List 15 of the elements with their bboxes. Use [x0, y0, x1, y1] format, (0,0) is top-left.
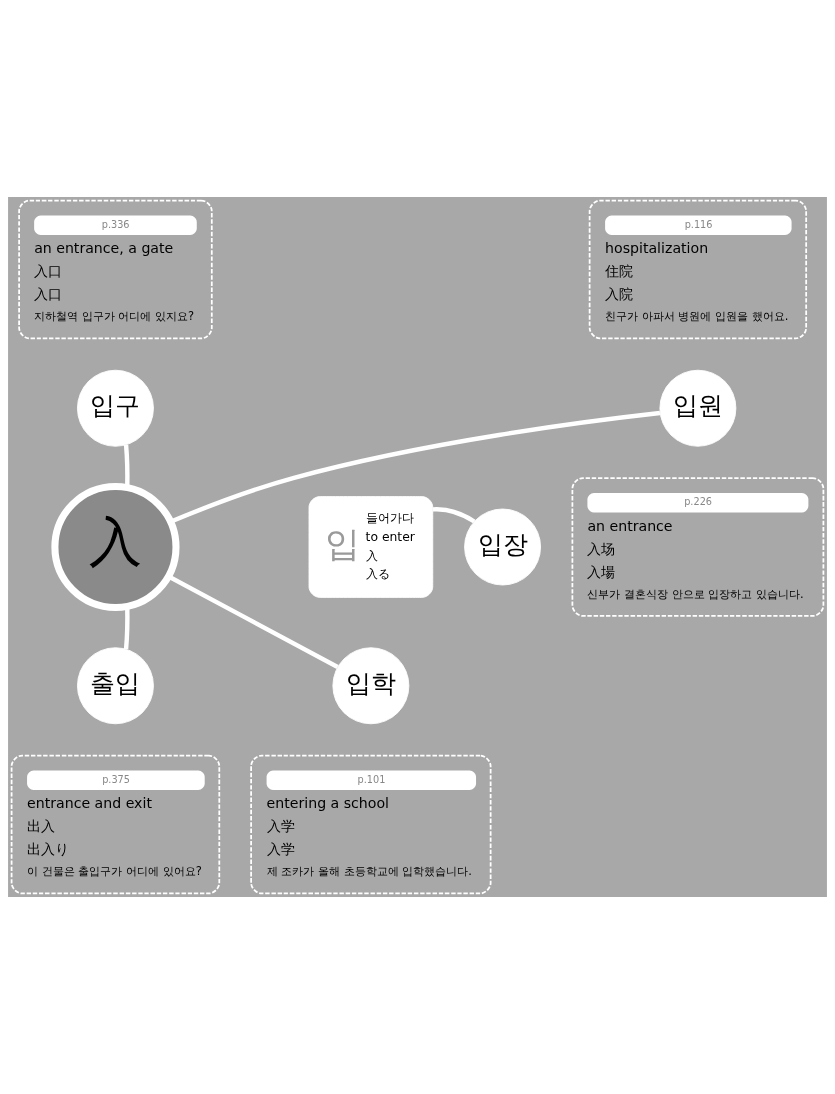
node-circle: 入	[51, 482, 180, 612]
node-box: p.101 entering a school 入学 入学 제 조카가 올해 초등학교에 입학했습니다.	[250, 754, 492, 895]
node-box: p.336 an entrance, a gate 入口 入口 지하철역 입구가 어디에 있지요?	[18, 199, 213, 340]
node-box: p.116 hospitalization 住院 入院 친구가 아파서 병원에 입원을 했어요.	[588, 199, 808, 340]
connector	[123, 444, 130, 488]
connector	[123, 606, 130, 650]
node-circle: 입구	[77, 369, 154, 447]
node-circle: 출입	[77, 647, 154, 725]
connector	[167, 574, 339, 669]
connector	[432, 507, 476, 524]
node-circle: 입원	[659, 369, 737, 447]
node-circle: 입장	[464, 508, 541, 586]
node-box: p.226 an entrance 入场 入場 신부가 결혼식장 안으로 입장하고 있습니다.	[571, 477, 825, 617]
node-circle: 입학	[332, 647, 410, 725]
node-box: p.375 entrance and exit 出入 出入り 이 건물은 출입구가 어디에 있어요?	[10, 754, 221, 895]
